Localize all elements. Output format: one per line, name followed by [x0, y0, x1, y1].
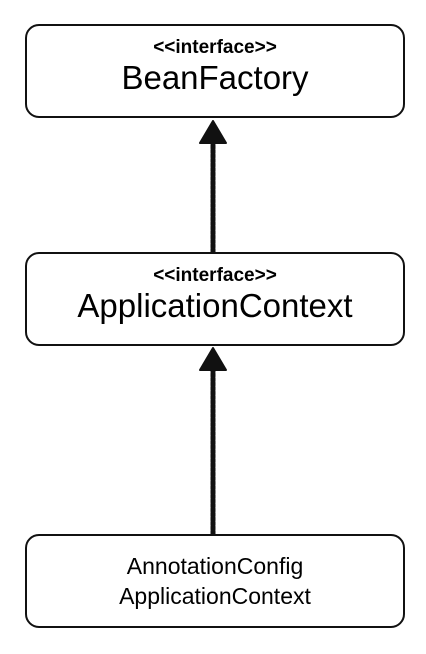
node-application-context: <<interface>> ApplicationContext: [25, 252, 405, 346]
bean-factory-name: BeanFactory: [121, 59, 309, 96]
node-bean-factory: <<interface>> BeanFactory: [25, 24, 405, 118]
application-context-name: ApplicationContext: [77, 287, 353, 324]
annotation-config-name-line2: ApplicationContext: [119, 583, 311, 609]
bean-factory-stereotype: <<interface>>: [153, 37, 277, 58]
node-annotation-config-application-context: AnnotationConfig ApplicationContext: [25, 534, 405, 628]
arrow-annotation-to-appcontext: [199, 347, 227, 537]
arrow-appcontext-to-beanfactory: [199, 120, 227, 255]
annotation-config-name-line1: AnnotationConfig: [126, 553, 304, 579]
application-context-stereotype: <<interface>>: [153, 265, 277, 286]
